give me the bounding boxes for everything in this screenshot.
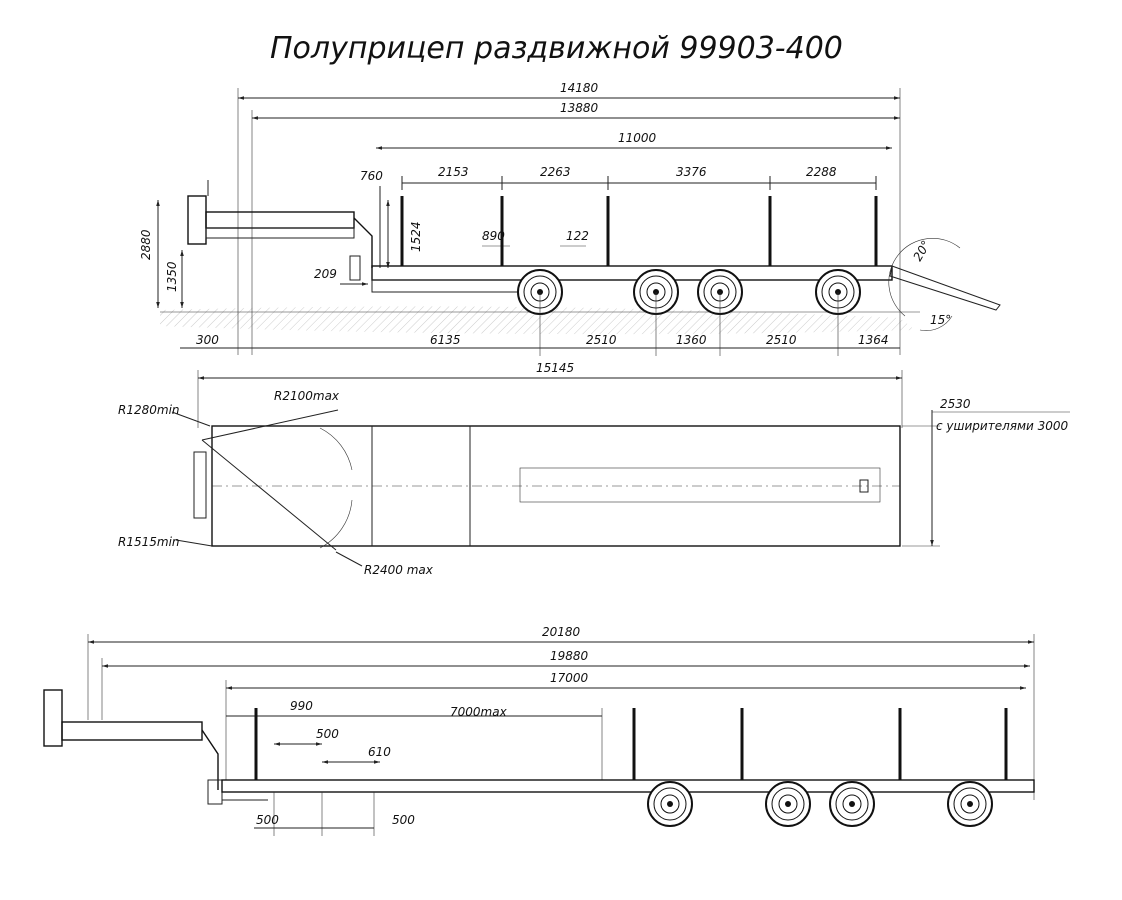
dim-bottom-2: 6135 [430,333,461,347]
dim-ext-frame: 19880 [550,649,589,663]
ext-gooseneck [43,689,223,805]
dim-ext-7000: 7000max [450,705,508,719]
ext-stakes [254,708,1008,780]
dim-detail-122: 122 [566,229,589,243]
side-view: 14180 13880 11000 2153 2263 3376 2288 28… [139,81,1001,356]
radius-2400: R2400 max [364,563,434,577]
ext-wheel-4 [947,781,993,827]
ramp [889,265,1001,311]
dim-stake-1: 2153 [438,165,469,179]
dim-height-total: 2880 [139,229,153,260]
dim-bottom-4: 1360 [676,333,707,347]
dim-ext-610: 610 [368,745,391,759]
angle-ramp: 20° [910,238,933,263]
ext-frame [221,779,1035,793]
dim-bottom-3: 2510 [586,333,617,347]
dim-height-coupling: 1350 [165,261,179,292]
dim-height-stake: 1524 [409,221,423,252]
dim-deck: 11000 [618,131,657,145]
ext-wheel-3 [829,781,875,827]
dim-overall: 14180 [560,81,599,95]
radius-1280: R1280min [118,403,180,417]
dim-ext-990: 990 [290,699,313,713]
dim-height-deck: 760 [360,169,383,183]
dim-detail-890: 890 [482,229,505,243]
gooseneck [187,180,373,281]
dim-bottom-1: 300 [196,333,219,347]
dim-stake-3: 3376 [676,165,707,179]
top-view: 15145 R1280min R2100max R1515min R2400 m… [118,361,1070,577]
extended-view: 20180 19880 17000 990 7000max 500 610 [43,625,1035,836]
dim-ext-500-right: 500 [392,813,415,827]
frame [371,265,893,281]
dim-frame: 13880 [560,101,599,115]
dim-top-width-ext: с уширителями 3000 [936,419,1069,433]
dim-ext-500-top: 500 [316,727,339,741]
dim-stake-4: 2288 [806,165,837,179]
stakes [400,196,878,266]
dim-ext-overall: 20180 [542,625,581,639]
dim-bottom-6: 1364 [858,333,889,347]
dim-deck-height: 209 [314,267,337,281]
dim-ext-deck: 17000 [550,671,589,685]
dim-top-length: 15145 [536,361,574,375]
dim-top-width: 2530 [940,397,971,411]
radius-1515: R1515min [118,535,180,549]
angle-departure: 15° [930,313,951,327]
ext-wheel-1 [647,781,693,827]
ext-wheel-2 [765,781,811,827]
dim-stake-2: 2263 [540,165,571,179]
dim-bottom-5: 2510 [766,333,797,347]
drawing-title: Полуприцеп раздвижной 99903-400 [270,31,843,66]
dim-ext-500-left: 500 [256,813,279,827]
radius-2100: R2100max [274,389,340,403]
